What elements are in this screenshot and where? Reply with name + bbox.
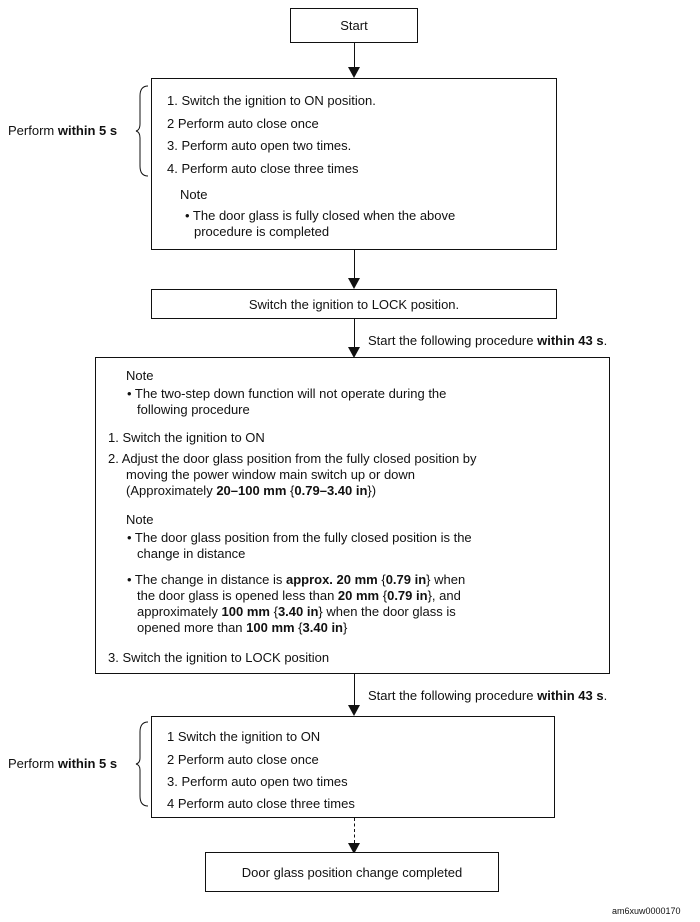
start-box: Start [290, 8, 418, 43]
block2-box: Note • The two-step down function will n… [95, 357, 610, 674]
block2-note2-b1-line1: • The door glass position from the fully… [127, 530, 472, 545]
block2-note1-line1: • The two-step down function will not op… [127, 386, 447, 401]
block1-note-line1: • The door glass is fully closed when th… [185, 208, 456, 223]
lock-box-label: Switch the ignition to LOCK position. [248, 296, 460, 312]
block2-note2-b2-line2: the door glass is opened less than 20 mm… [137, 588, 461, 603]
end-box: Door glass position change completed [205, 852, 499, 892]
end-label: Door glass position change completed [241, 864, 463, 880]
brace-block3 [135, 721, 149, 807]
brace-block1 [135, 85, 149, 177]
block3-step-4: 4 Perform auto close three times [167, 796, 355, 811]
block1-side-label: Perform within 5 s [8, 123, 118, 138]
start-label: Start [340, 18, 368, 33]
block2-note2-b1-line2: change in distance [137, 546, 246, 561]
block1-step-3: 3. Perform auto open two times. [167, 138, 352, 153]
block3-side-label: Perform within 5 s [8, 756, 118, 771]
block2-note1-title: Note [126, 368, 154, 383]
block3-step-2: 2 Perform auto close once [167, 752, 319, 767]
block1-step-1: 1. Switch the ignition to ON position. [167, 93, 376, 108]
between2-label: Start the following procedure within 43 … [368, 688, 608, 703]
between1-label: Start the following procedure within 43 … [368, 333, 608, 348]
block2-note2-b2-line4: opened more than 100 mm {3.40 in} [137, 620, 348, 635]
block1-box: 1. Switch the ignition to ON position. 2… [151, 78, 557, 250]
block2-note2-b2-line1: • The change in distance is approx. 20 m… [127, 572, 466, 587]
block1-note-title: Note [180, 187, 208, 202]
image-code: am6xuw0000170 [612, 906, 681, 916]
block2-note2-title: Note [126, 512, 154, 527]
block3-step-3: 3. Perform auto open two times [167, 774, 348, 789]
block3-step-1: 1 Switch the ignition to ON [167, 729, 321, 744]
block1-note-line2: procedure is completed [194, 224, 330, 239]
block2-note1-line2: following procedure [137, 402, 250, 417]
block3-box: 1 Switch the ignition to ON 2 Perform au… [151, 716, 555, 818]
block2-step3: 3. Switch the ignition to LOCK position [108, 650, 330, 665]
block1-step-2: 2 Perform auto close once [167, 116, 319, 131]
block2-note2-b2-line3: approximately 100 mm {3.40 in} when the … [137, 604, 456, 619]
block2-step2-line1: 2. Adjust the door glass position from t… [108, 451, 477, 466]
lock-box: Switch the ignition to LOCK position. [151, 289, 557, 319]
block2-step1: 1. Switch the ignition to ON [108, 430, 265, 445]
block1-step-4: 4. Perform auto close three times [167, 161, 359, 176]
block2-step2-line2: moving the power window main switch up o… [126, 467, 416, 482]
block2-step2-line3: (Approximately 20–100 mm {0.79–3.40 in}) [126, 483, 377, 498]
